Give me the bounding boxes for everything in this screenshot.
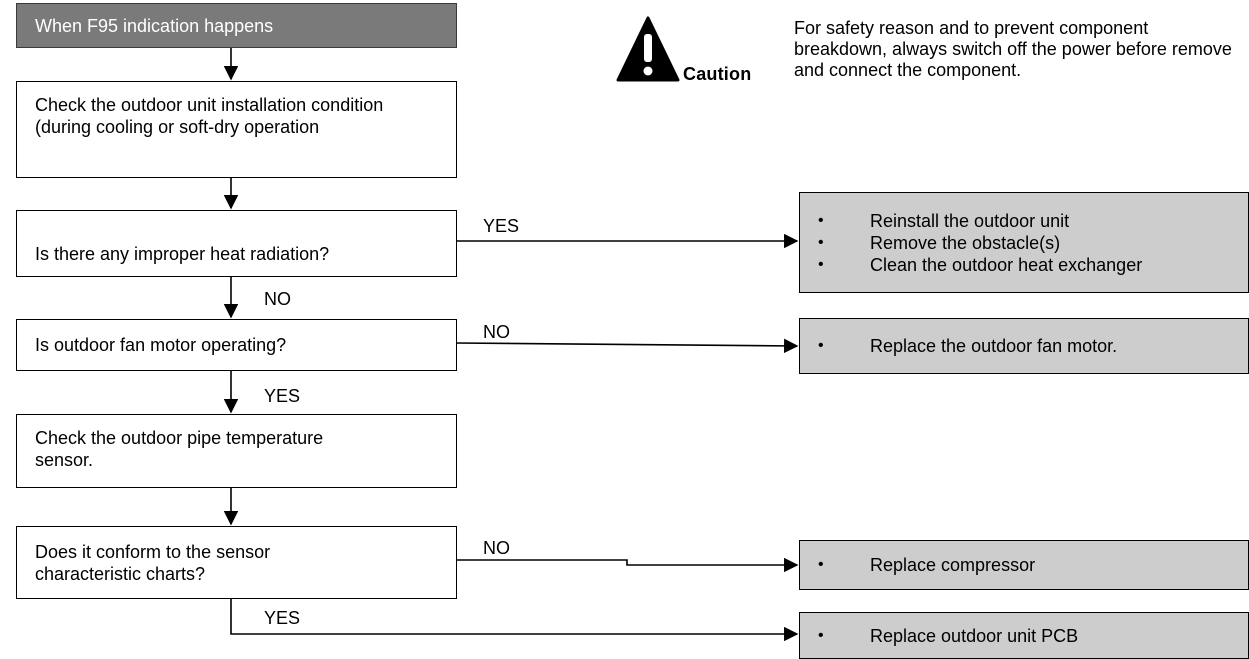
start-box: When F95 indication happens <box>16 3 457 48</box>
start-text: When F95 indication happens <box>35 15 274 36</box>
check-installation-text: Check the outdoor unit installation cond… <box>35 95 384 137</box>
heat-radiation-text: Is there any improper heat radiation? <box>35 244 330 264</box>
check-sensor-box: Check the outdoor pipe temperature senso… <box>16 414 457 488</box>
caution-message: For safety reason and to prevent compone… <box>794 18 1232 80</box>
action-item: •Replace outdoor unit PCB <box>818 625 1079 646</box>
caution-label: Caution <box>683 64 752 84</box>
arrow-conform-yes <box>230 599 799 642</box>
action-box-compressor: •Replace compressor <box>799 540 1249 590</box>
arrow-conform-no <box>456 557 799 573</box>
action-item: •Replace the outdoor fan motor. <box>818 336 1118 356</box>
edge-label-conform-yes: YES <box>264 608 301 628</box>
conform-text: Does it conform to the sensor characteri… <box>35 541 271 584</box>
edge-label-heat-yes: YES <box>483 216 520 236</box>
conform-decision-box: Does it conform to the sensor characteri… <box>16 526 457 599</box>
edge-label-heat-no: NO <box>264 289 291 309</box>
check-sensor-text: Check the outdoor pipe temperature senso… <box>35 428 324 470</box>
heat-radiation-decision-box: Is there any improper heat radiation? <box>16 210 457 277</box>
edge-label-fan-no: NO <box>483 322 510 342</box>
check-installation-box: Check the outdoor unit installation cond… <box>16 81 457 178</box>
action-box-heat: •Reinstall the outdoor unit •Remove the … <box>799 192 1249 293</box>
warning-triangle-icon <box>616 16 680 82</box>
edge-label-conform-no: NO <box>483 538 510 558</box>
action-box-pcb: •Replace outdoor unit PCB <box>799 612 1249 659</box>
fan-motor-text: Is outdoor fan motor operating? <box>35 335 287 355</box>
action-item: •Remove the obstacle(s) <box>818 232 1061 253</box>
action-item: •Replace compressor <box>818 555 1036 575</box>
fan-motor-decision-box: Is outdoor fan motor operating? <box>16 319 457 371</box>
action-box-fan: •Replace the outdoor fan motor. <box>799 318 1249 374</box>
arrow-fan-no <box>455 338 799 354</box>
action-item: •Clean the outdoor heat exchanger <box>818 254 1143 275</box>
action-item: •Reinstall the outdoor unit <box>818 210 1070 231</box>
edge-label-fan-yes: YES <box>264 386 301 406</box>
